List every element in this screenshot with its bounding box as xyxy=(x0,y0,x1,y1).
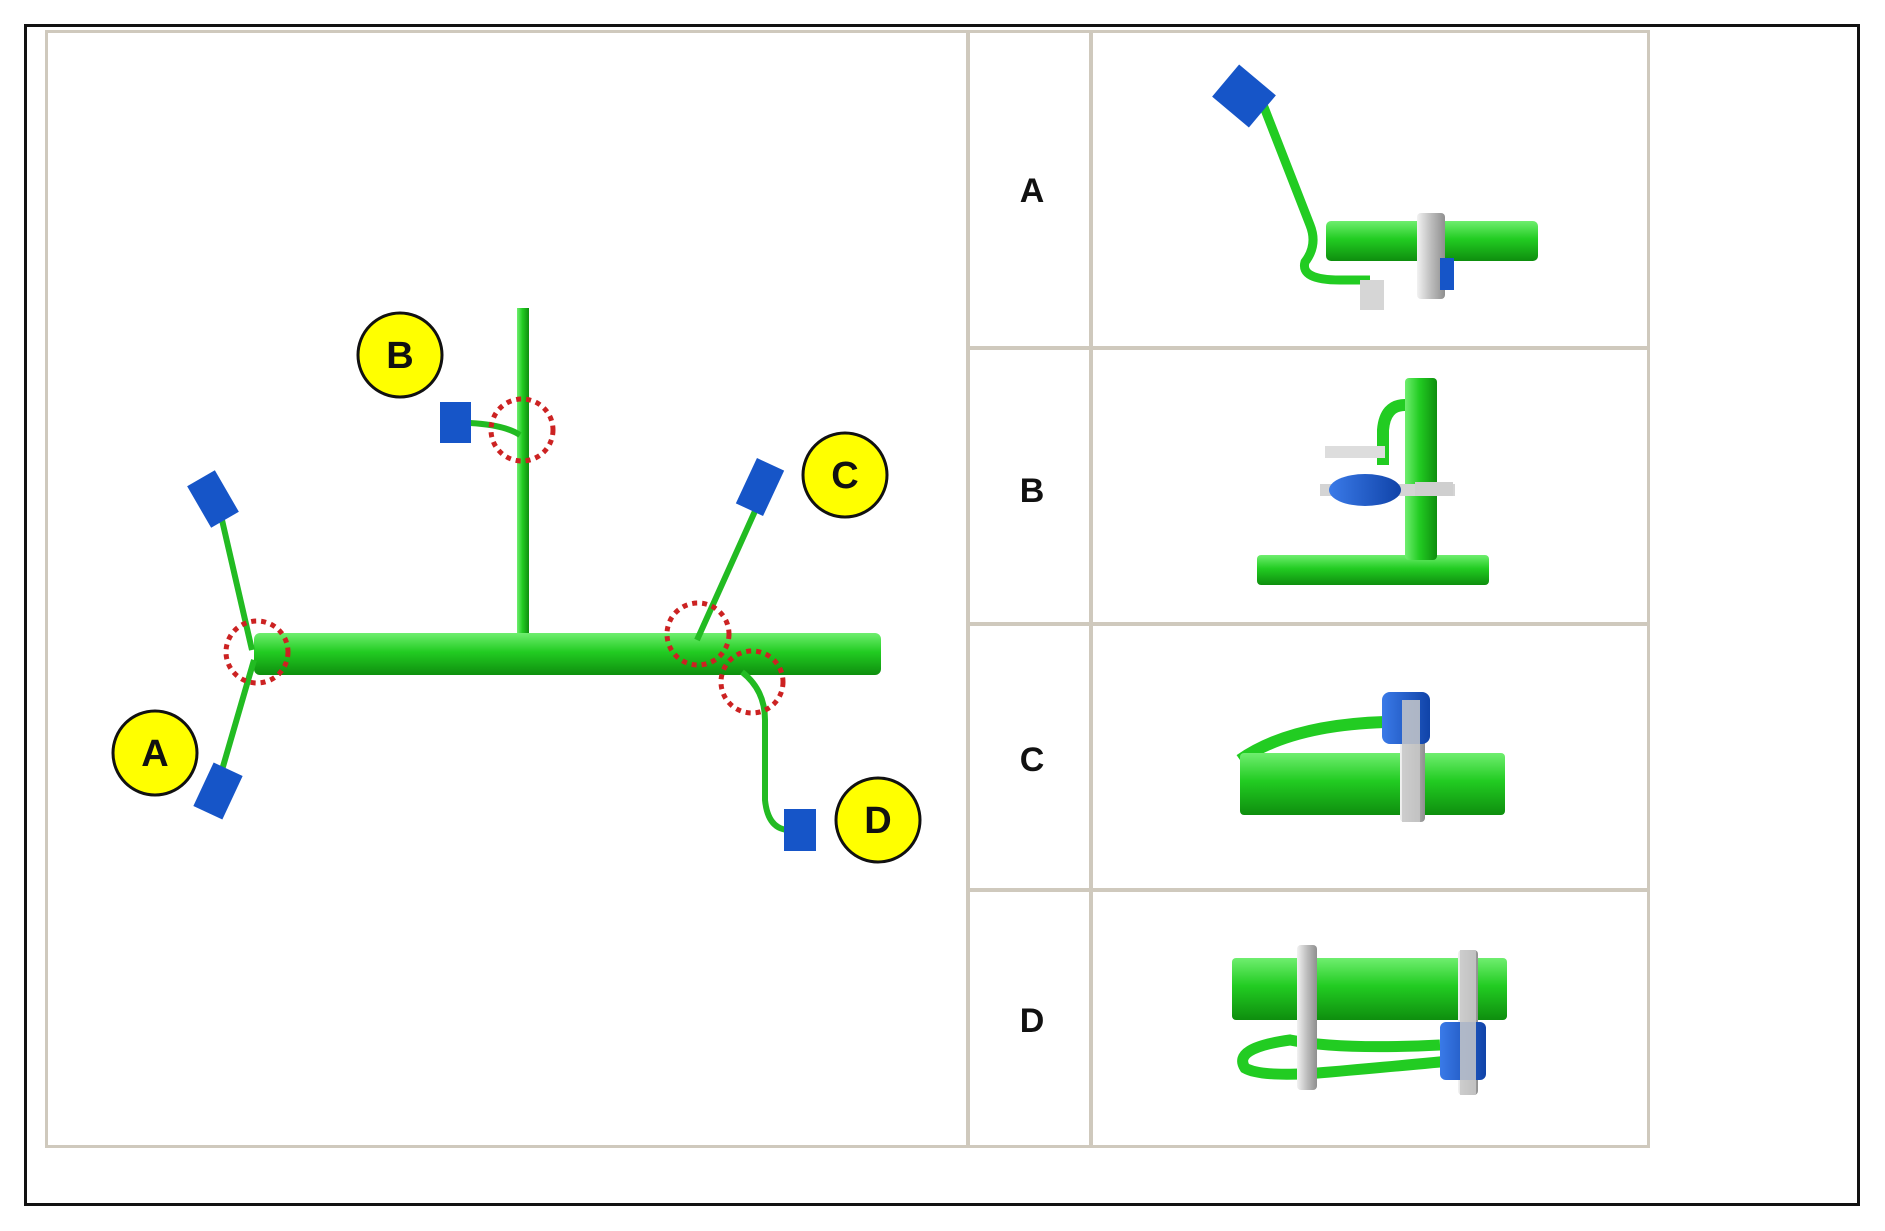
connector-a-lower xyxy=(193,762,243,820)
callout-b-label: B xyxy=(386,335,413,377)
detail-c-pipe xyxy=(1240,753,1505,815)
detail-d-wire-loop xyxy=(1237,1034,1461,1080)
row-divider-2 xyxy=(966,622,1650,626)
detail-a-blue-clip xyxy=(1440,258,1454,290)
callout-a: A xyxy=(111,709,199,797)
detail-b-horizontal-pipe xyxy=(1257,555,1489,585)
branch-c-wire xyxy=(694,498,763,642)
callout-c-label: C xyxy=(831,455,858,497)
callout-b: B xyxy=(356,311,444,399)
row-label-a: A xyxy=(1019,172,1045,210)
vertical-branch-pipe xyxy=(517,308,529,638)
callout-a-label: A xyxy=(141,733,168,775)
column-divider-left xyxy=(966,30,970,1148)
connector-b xyxy=(440,402,471,443)
highlight-circle-b xyxy=(488,396,556,464)
row-label-b: B xyxy=(1019,472,1045,510)
callout-c: C xyxy=(801,431,889,519)
highlight-circle-c xyxy=(664,600,732,668)
main-harness-diagram: A B C D xyxy=(111,308,922,864)
branch-a-lower-wire xyxy=(219,659,257,771)
branch-a-upper-wire xyxy=(219,519,255,651)
detail-b-illustration xyxy=(1257,378,1489,585)
detail-a-connector xyxy=(1212,64,1276,128)
row-label-d: D xyxy=(1019,1002,1045,1040)
detail-b-vertical-pipe xyxy=(1405,378,1437,560)
row-divider-1 xyxy=(966,346,1650,350)
detail-b-wire xyxy=(1377,399,1406,465)
highlight-circle-d xyxy=(718,648,786,716)
detail-b-upper-tab xyxy=(1325,446,1385,458)
row-divider-3 xyxy=(966,888,1650,892)
detail-a-grey-block xyxy=(1360,280,1384,310)
detail-d-clamp-right-front xyxy=(1460,950,1476,1095)
callout-d: D xyxy=(834,776,922,864)
row-label-c: C xyxy=(1019,741,1045,779)
detail-c-clamp-front xyxy=(1402,700,1420,822)
detail-a-wire xyxy=(1257,100,1370,285)
detail-d-clamp-left xyxy=(1297,945,1317,1090)
main-trunk-pipe xyxy=(254,633,881,675)
callout-d-label: D xyxy=(864,800,891,842)
detail-a-clamp xyxy=(1417,213,1445,299)
connector-c xyxy=(735,458,785,516)
detail-c-illustration xyxy=(1236,692,1505,822)
branch-b-wire xyxy=(469,420,522,438)
table-grid xyxy=(45,30,1650,1148)
connector-d xyxy=(784,809,816,851)
detail-c-wire xyxy=(1236,716,1386,765)
branch-d-wire xyxy=(740,669,791,833)
highlight-circle-a xyxy=(223,618,291,686)
detail-a-illustration xyxy=(1212,64,1538,310)
detail-d-illustration xyxy=(1232,945,1507,1095)
detail-b-connector xyxy=(1329,474,1401,506)
detail-b-clamp xyxy=(1415,482,1453,496)
column-divider-middle xyxy=(1089,30,1093,1148)
connector-a-upper xyxy=(187,470,239,528)
outer-frame xyxy=(24,24,1860,1206)
